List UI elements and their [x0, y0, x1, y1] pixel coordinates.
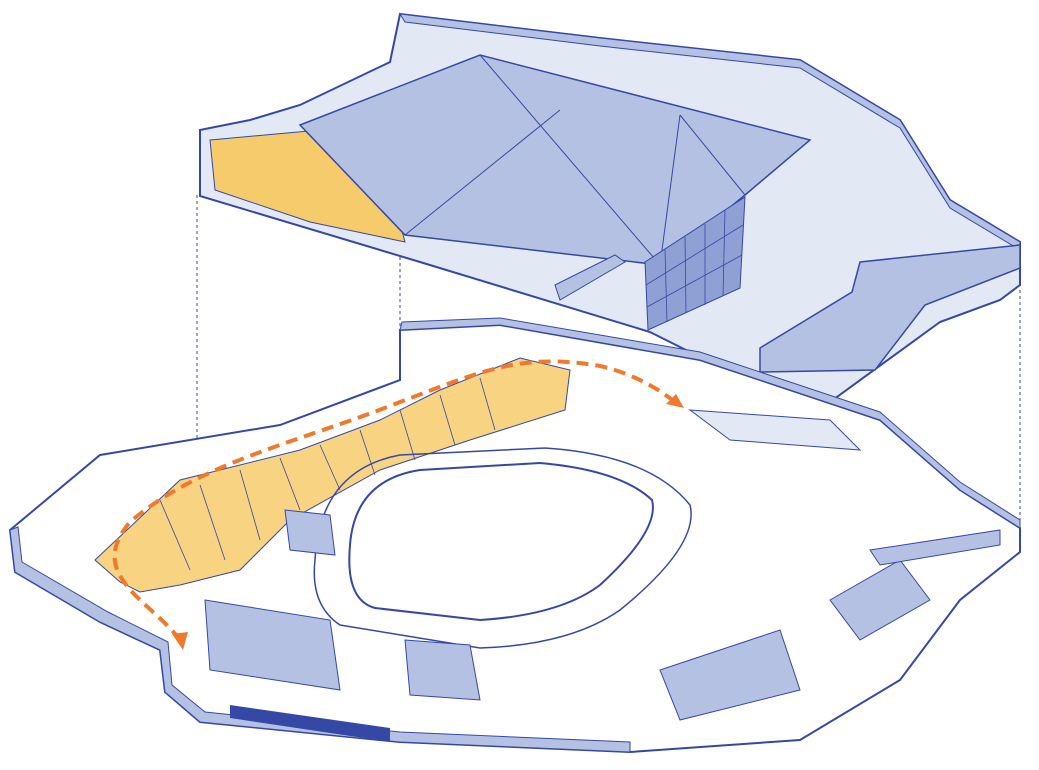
glass-facade: [644, 196, 746, 331]
north-perimeter-wall: [399, 317, 1021, 529]
ice-rink: [348, 461, 654, 622]
service-rooms-south: [204, 509, 1001, 721]
route-arrowhead-east: [666, 394, 684, 408]
entrance-canopy: [554, 254, 626, 301]
lower-perimeter-wall: [9, 526, 631, 753]
route-arrow-path: [112, 359, 677, 642]
route-arrowhead-south: [172, 632, 188, 650]
south-wall-band: [230, 705, 390, 742]
concourse-highlight: [94, 357, 571, 593]
facade-mullions: [645, 209, 744, 323]
rink-boards: [313, 447, 692, 649]
concourse-rooms: [159, 377, 496, 571]
upper-level: [199, 12, 1021, 404]
roof-ridges: [404, 54, 746, 266]
circulation-route: [112, 359, 684, 650]
annex-roof: [759, 244, 1021, 373]
lower-level: [8, 317, 1021, 754]
east-court-zone: [688, 409, 862, 451]
